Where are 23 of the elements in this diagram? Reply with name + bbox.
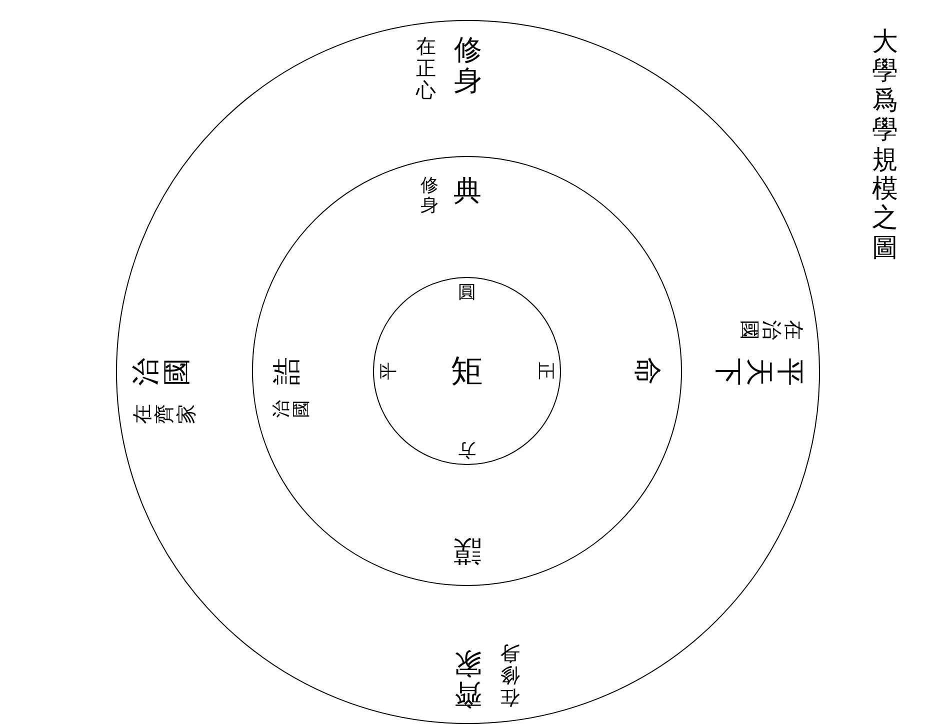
outer-circle [116,20,820,724]
note-label: 正 [534,362,555,380]
main-label: 治國 [131,358,193,386]
note-label: 在修身 [500,643,520,709]
main-label: 平天下 [712,358,805,386]
note-label: 修身 [420,176,438,216]
main-label: 誥 [272,357,304,386]
main-label: 修身 [454,35,482,97]
note-label: 平 [378,362,399,380]
note-label: 方 [458,438,476,459]
note-label: 在治國 [739,320,805,340]
main-label: 謨 [453,536,482,566]
note-label: 在正心 [416,35,436,101]
main-label: 典 [453,176,482,208]
middle-circle [252,156,682,586]
main-label: 齊家 [454,647,482,709]
note-label: 圓 [458,282,476,303]
note-label: 治國 [272,400,312,418]
main-label: 命 [632,357,662,386]
inner-circle [372,276,561,465]
title: 大學爲學規模之圖 [872,28,898,263]
center-label: 矩 [450,354,483,389]
note-label: 在齊家 [131,404,197,424]
